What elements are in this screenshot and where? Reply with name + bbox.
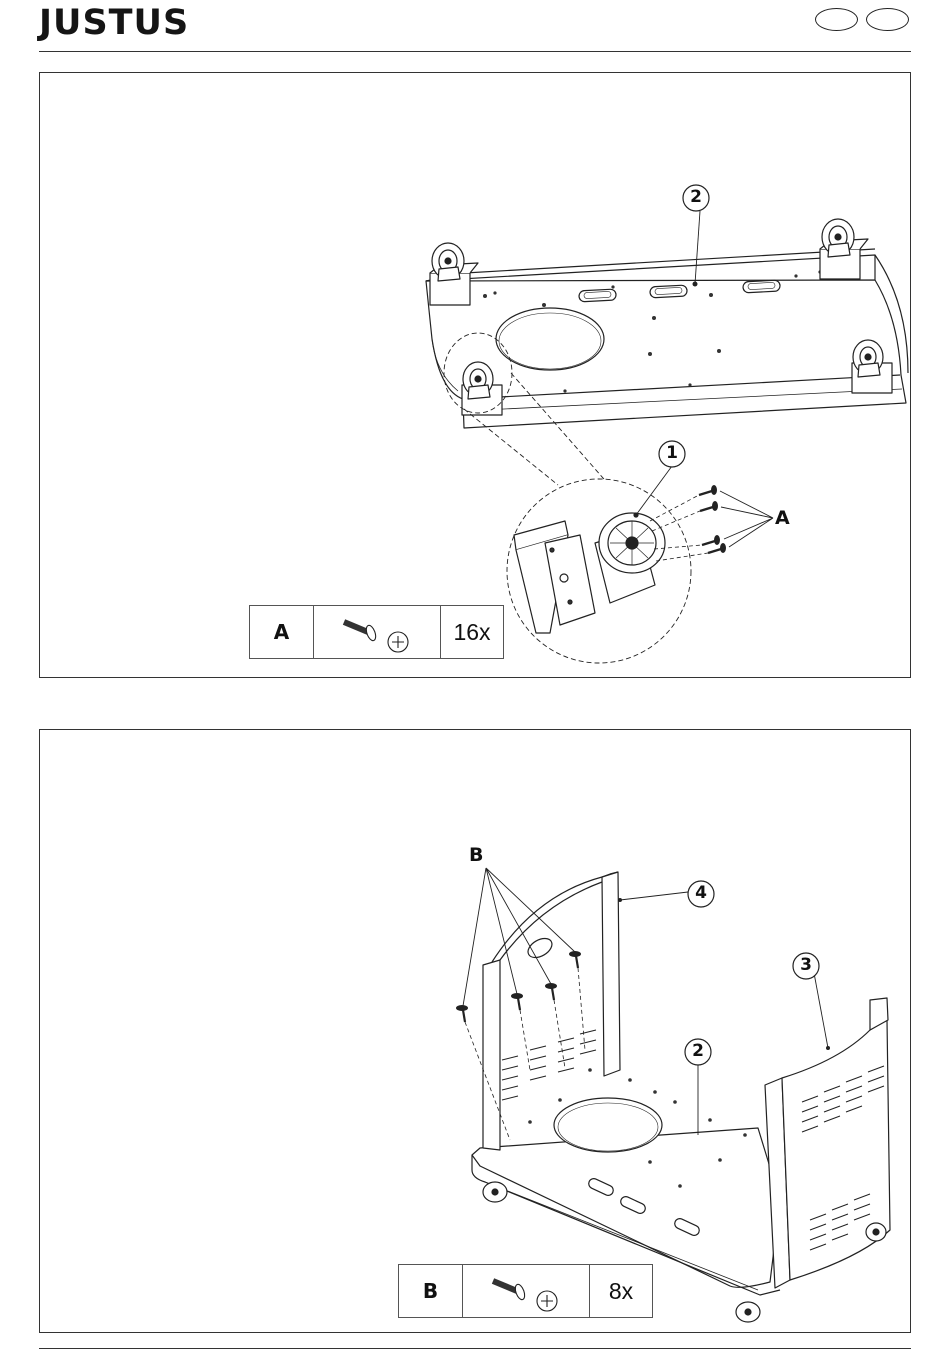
callout-1: 1: [663, 443, 681, 463]
header-divider: [39, 51, 911, 52]
caster-wheel-back-right-icon: [820, 219, 868, 279]
step-1-illustration: [40, 73, 912, 679]
part-letter: B: [399, 1265, 463, 1318]
screw-icon: [463, 1265, 590, 1318]
part-quantity: 16x: [441, 606, 504, 659]
parts-table-a: A 16x: [249, 605, 504, 659]
parts-table-b: B 8x: [398, 1264, 653, 1318]
language-flag-left-icon: [815, 8, 858, 31]
assembly-step-1-panel: 2 1 A A 16x: [39, 72, 911, 678]
brand-logo: JUSTUS: [39, 4, 189, 42]
language-flag-right-icon: [866, 8, 909, 31]
screw-icon: [314, 606, 441, 659]
step-2-illustration: [40, 730, 912, 1334]
callout-4: 4: [692, 883, 710, 903]
footer-divider: [39, 1348, 911, 1349]
callout-2: 2: [689, 1041, 707, 1061]
hardware-label-a: A: [775, 507, 790, 529]
callout-3: 3: [797, 955, 815, 975]
hardware-label-b: B: [469, 844, 483, 866]
assembly-step-2-panel: 4 3 2 B B 8x: [39, 729, 911, 1333]
callout-2: 2: [687, 187, 705, 207]
part-quantity: 8x: [590, 1265, 653, 1318]
part-letter: A: [250, 606, 314, 659]
